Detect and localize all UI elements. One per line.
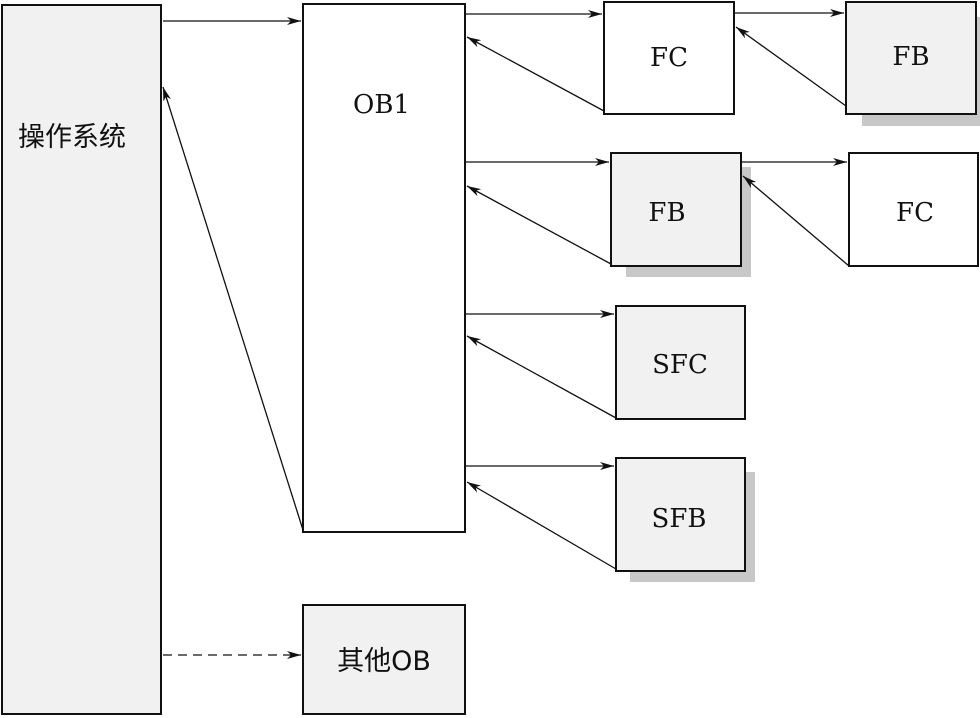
arrow-fb-top-right-return bbox=[735, 26, 847, 107]
fb-top-right-block: FB bbox=[845, 1, 980, 126]
arrow-ob1-return-to-os bbox=[162, 86, 304, 531]
fc-mid-right-block: FC bbox=[848, 152, 979, 267]
connectors bbox=[162, 9, 850, 659]
arrow-fc-top-return bbox=[466, 36, 605, 112]
sfc-block: SFC bbox=[615, 305, 746, 420]
arrow-sfc-return bbox=[466, 335, 617, 419]
arrow-fb-mid-return bbox=[466, 185, 612, 265]
ob1-block-label: OB1 bbox=[353, 90, 410, 120]
fc-top-block-label: FC bbox=[650, 43, 688, 73]
fc-mid-right-block-label: FC bbox=[896, 198, 934, 228]
os-block-box bbox=[1, 4, 162, 715]
arrow-sfb-return bbox=[466, 481, 617, 570]
other-ob-block: 其他OB bbox=[302, 604, 466, 715]
sfb-block-box bbox=[615, 457, 746, 572]
sfc-block-label: SFC bbox=[652, 350, 708, 380]
ob1-block: OB1 bbox=[302, 3, 466, 533]
fb-mid-block-box bbox=[610, 152, 742, 267]
fc-top-block: FC bbox=[603, 1, 735, 115]
fb-top-right-block-label: FB bbox=[892, 42, 929, 72]
sfb-block-label: SFB bbox=[652, 504, 707, 534]
sfc-block-box bbox=[615, 305, 746, 420]
os-block: 操作系统 bbox=[1, 4, 162, 715]
other-ob-block-box bbox=[302, 604, 466, 715]
sfb-block: SFB bbox=[615, 457, 755, 582]
arrow-fc-mid-right-return bbox=[742, 175, 850, 267]
fb-mid-block: FB bbox=[610, 152, 751, 277]
fb-mid-block-label: FB bbox=[648, 198, 685, 228]
fc-top-block-box bbox=[603, 1, 735, 115]
os-block-label: 操作系统 bbox=[18, 122, 126, 153]
other-ob-block-label: 其他OB bbox=[337, 646, 431, 677]
fb-top-right-block-box bbox=[845, 1, 977, 115]
fc-mid-right-block-box bbox=[848, 152, 979, 267]
ob1-block-box bbox=[302, 3, 466, 533]
